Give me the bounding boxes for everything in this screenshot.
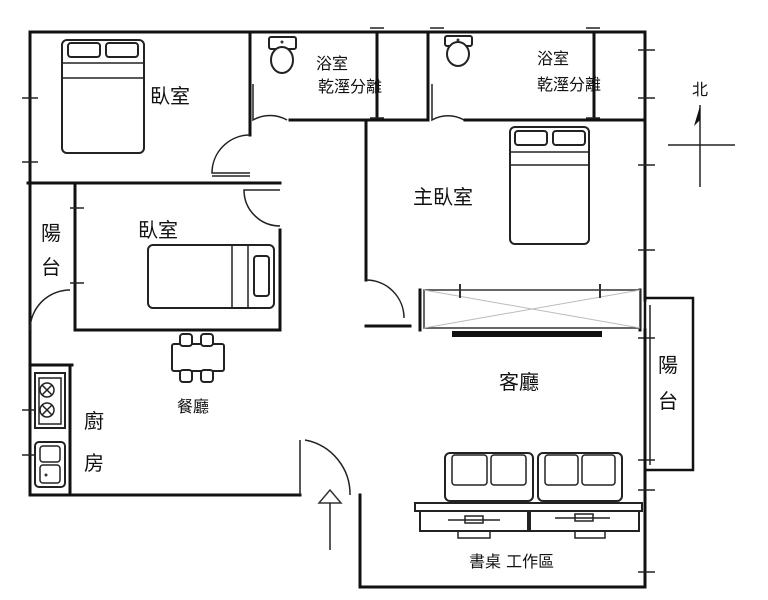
label-kitchen-2: 房 bbox=[84, 451, 104, 475]
entry-arrow-icon bbox=[317, 488, 343, 550]
label-living: 客廳 bbox=[499, 370, 539, 394]
sink-icon bbox=[34, 441, 66, 488]
bed-icon bbox=[147, 244, 275, 309]
label-kitchen-1: 廚 bbox=[84, 409, 104, 433]
bed-icon bbox=[509, 126, 590, 245]
doors bbox=[29, 84, 465, 496]
label-balcony-left-1: 陽 bbox=[41, 221, 61, 245]
label-master-bedroom: 主臥室 bbox=[413, 185, 473, 209]
label-balcony-left-2: 台 bbox=[41, 255, 61, 279]
label-north: 北 bbox=[692, 80, 708, 99]
north-compass-icon bbox=[668, 105, 735, 187]
toilet-icon bbox=[444, 35, 473, 67]
stove-icon bbox=[34, 372, 66, 429]
toilet-icon bbox=[268, 36, 297, 74]
interior-walls bbox=[26, 30, 647, 497]
label-balcony-right-2: 台 bbox=[658, 389, 678, 413]
label-bathroom-2-line1: 浴室 bbox=[537, 49, 569, 68]
label-bedroom-2: 臥室 bbox=[138, 218, 178, 242]
bed-icon bbox=[61, 39, 145, 154]
label-bathroom-1-line1: 浴室 bbox=[316, 54, 348, 73]
wardrobe bbox=[423, 284, 641, 337]
label-bathroom-1-line2: 乾溼分離 bbox=[318, 77, 382, 96]
sofa-icon bbox=[537, 452, 623, 502]
desk-icon bbox=[414, 502, 643, 539]
label-desk-area: 書桌 工作區 bbox=[469, 552, 554, 571]
label-bathroom-2-line2: 乾溼分離 bbox=[537, 75, 601, 94]
label-bedroom-1: 臥室 bbox=[150, 84, 190, 108]
dining-table-icon bbox=[171, 333, 225, 383]
label-dining: 餐廳 bbox=[177, 397, 209, 416]
sofa-icon bbox=[444, 452, 534, 502]
balcony-right-frame bbox=[643, 296, 695, 472]
label-balcony-right-1: 陽 bbox=[658, 353, 678, 377]
